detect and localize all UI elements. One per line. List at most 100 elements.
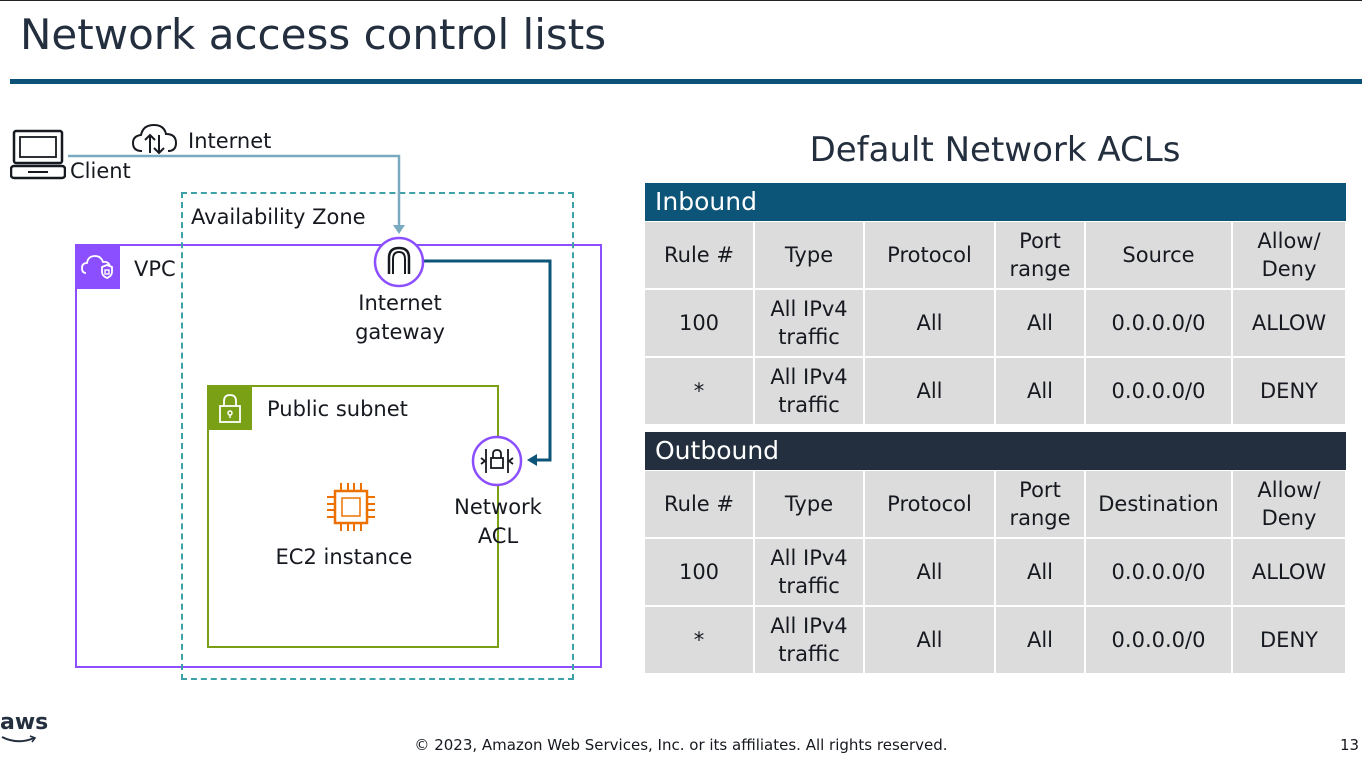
- outbound-table-cell: DENY: [1233, 607, 1345, 673]
- cell-text: Allow/: [1257, 229, 1321, 253]
- inbound-table-cell: *: [645, 358, 753, 424]
- inbound-header-cell: Type: [755, 222, 863, 288]
- cell-text: All: [916, 379, 943, 403]
- cell-text: range: [1009, 506, 1071, 530]
- cell-text: All IPv4: [770, 297, 848, 321]
- cell-text: traffic: [778, 574, 840, 598]
- inbound-header-cell: Port range: [996, 222, 1084, 288]
- inbound-header-cell: Allow/Deny: [1233, 222, 1345, 288]
- cell-text: Rule #: [664, 243, 734, 267]
- inbound-table-cell: All: [865, 290, 994, 356]
- public-subnet-boundary: [207, 385, 499, 648]
- cell-text: All: [1026, 560, 1054, 584]
- internet-arrowhead: [393, 225, 405, 234]
- outbound-header-cell: Type: [755, 471, 863, 537]
- cell-text: Source: [1122, 243, 1195, 267]
- cell-text: All: [1026, 311, 1054, 335]
- cell-text: All: [916, 311, 943, 335]
- cell-text: Allow/: [1257, 478, 1321, 502]
- internet-label: Internet: [188, 129, 272, 153]
- inbound-band: Inbound: [645, 183, 1346, 221]
- inbound-table-cell: ALLOW: [1233, 290, 1345, 356]
- inbound-table-cell: 100: [645, 290, 753, 356]
- title-divider: [10, 79, 1362, 84]
- gateway-connector: [422, 259, 552, 462]
- outbound-header-cell: Destination: [1086, 471, 1231, 537]
- network-acl-label-line1: Network: [454, 495, 542, 519]
- outbound-header-cell: Rule #: [645, 471, 753, 537]
- cell-text: ALLOW: [1251, 560, 1327, 584]
- inbound-table-row: * All IPv4 traffic All All 0.0.0.0/0 DENY: [645, 358, 1345, 424]
- outbound-table-cell: 100: [645, 539, 753, 605]
- copyright-footer: © 2023, Amazon Web Services, Inc. or its…: [414, 736, 948, 754]
- cell-text: ALLOW: [1251, 311, 1327, 335]
- cell-text: All: [916, 560, 943, 584]
- cell-text: 0.0.0.0/0: [1111, 311, 1206, 335]
- cell-text: All: [1026, 379, 1054, 403]
- outbound-table-cell: All: [865, 607, 994, 673]
- cell-text: Rule #: [664, 492, 734, 516]
- inbound-table-cell: All: [996, 358, 1084, 424]
- outbound-table-cell: All IPv4 traffic: [755, 539, 863, 605]
- vpc-boundary: [75, 244, 602, 668]
- cell-text: Port: [1019, 229, 1061, 253]
- network-acl-label-line2: ACL: [477, 524, 519, 548]
- outbound-band: Outbound: [645, 432, 1346, 470]
- slide-title: Network access control lists: [20, 10, 607, 59]
- cell-text: range: [1009, 257, 1071, 281]
- vpc-label: VPC: [134, 257, 176, 281]
- outbound-table-cell: All: [865, 539, 994, 605]
- cell-text: Protocol: [887, 492, 972, 516]
- cell-text: *: [693, 628, 705, 652]
- laptop-icon: [9, 128, 67, 186]
- cell-text: Type: [784, 492, 834, 516]
- outbound-table-row: 100 All IPv4 traffic All All 0.0.0.0/0 ALLOW: [645, 539, 1345, 605]
- acl-table-title: Default Network ACLs: [809, 130, 1181, 170]
- cell-text: traffic: [778, 393, 840, 417]
- inbound-table-cell: All: [996, 290, 1084, 356]
- client-label: Client: [70, 159, 131, 183]
- page-number: 13: [1340, 736, 1360, 754]
- outbound-table-cell: ALLOW: [1233, 539, 1345, 605]
- cell-text: All IPv4: [770, 546, 848, 570]
- network-acl-icon: [471, 435, 523, 491]
- ec2-label: EC2 instance: [275, 545, 413, 569]
- outbound-table-cell: All: [996, 539, 1084, 605]
- gateway-arrowhead: [527, 454, 537, 466]
- cell-text: traffic: [778, 642, 840, 666]
- cloud-icon: [130, 121, 180, 161]
- cell-text: 100: [678, 560, 720, 584]
- inbound-table-cell: All: [865, 358, 994, 424]
- cell-text: DENY: [1260, 379, 1318, 403]
- cell-text: 0.0.0.0/0: [1111, 560, 1206, 584]
- cell-text: *: [693, 379, 705, 403]
- outbound-header-cell: Protocol: [865, 471, 994, 537]
- aws-logo: aws: [0, 710, 49, 735]
- inbound-header-cell: Source: [1086, 222, 1231, 288]
- outbound-table-cell: 0.0.0.0/0: [1086, 539, 1231, 605]
- cell-text: 0.0.0.0/0: [1111, 628, 1206, 652]
- availability-zone-label: Availability Zone: [191, 205, 366, 229]
- cell-text: Type: [784, 243, 834, 267]
- internet-gateway-label-line1: Internet: [358, 291, 442, 315]
- internet-gateway-icon: [373, 236, 425, 292]
- inbound-table-cell: 0.0.0.0/0: [1086, 358, 1231, 424]
- ec2-chip-icon: [324, 480, 378, 538]
- cell-text: Deny: [1261, 257, 1317, 281]
- cell-text: All: [916, 628, 943, 652]
- cell-text: All IPv4: [770, 365, 848, 389]
- internet-connector: [68, 154, 401, 229]
- outbound-header-cell: Allow/Deny: [1233, 471, 1345, 537]
- outbound-table-cell: All: [996, 607, 1084, 673]
- cell-text: 100: [678, 311, 720, 335]
- cell-text: Destination: [1098, 492, 1219, 516]
- aws-smile-icon: [1, 735, 37, 743]
